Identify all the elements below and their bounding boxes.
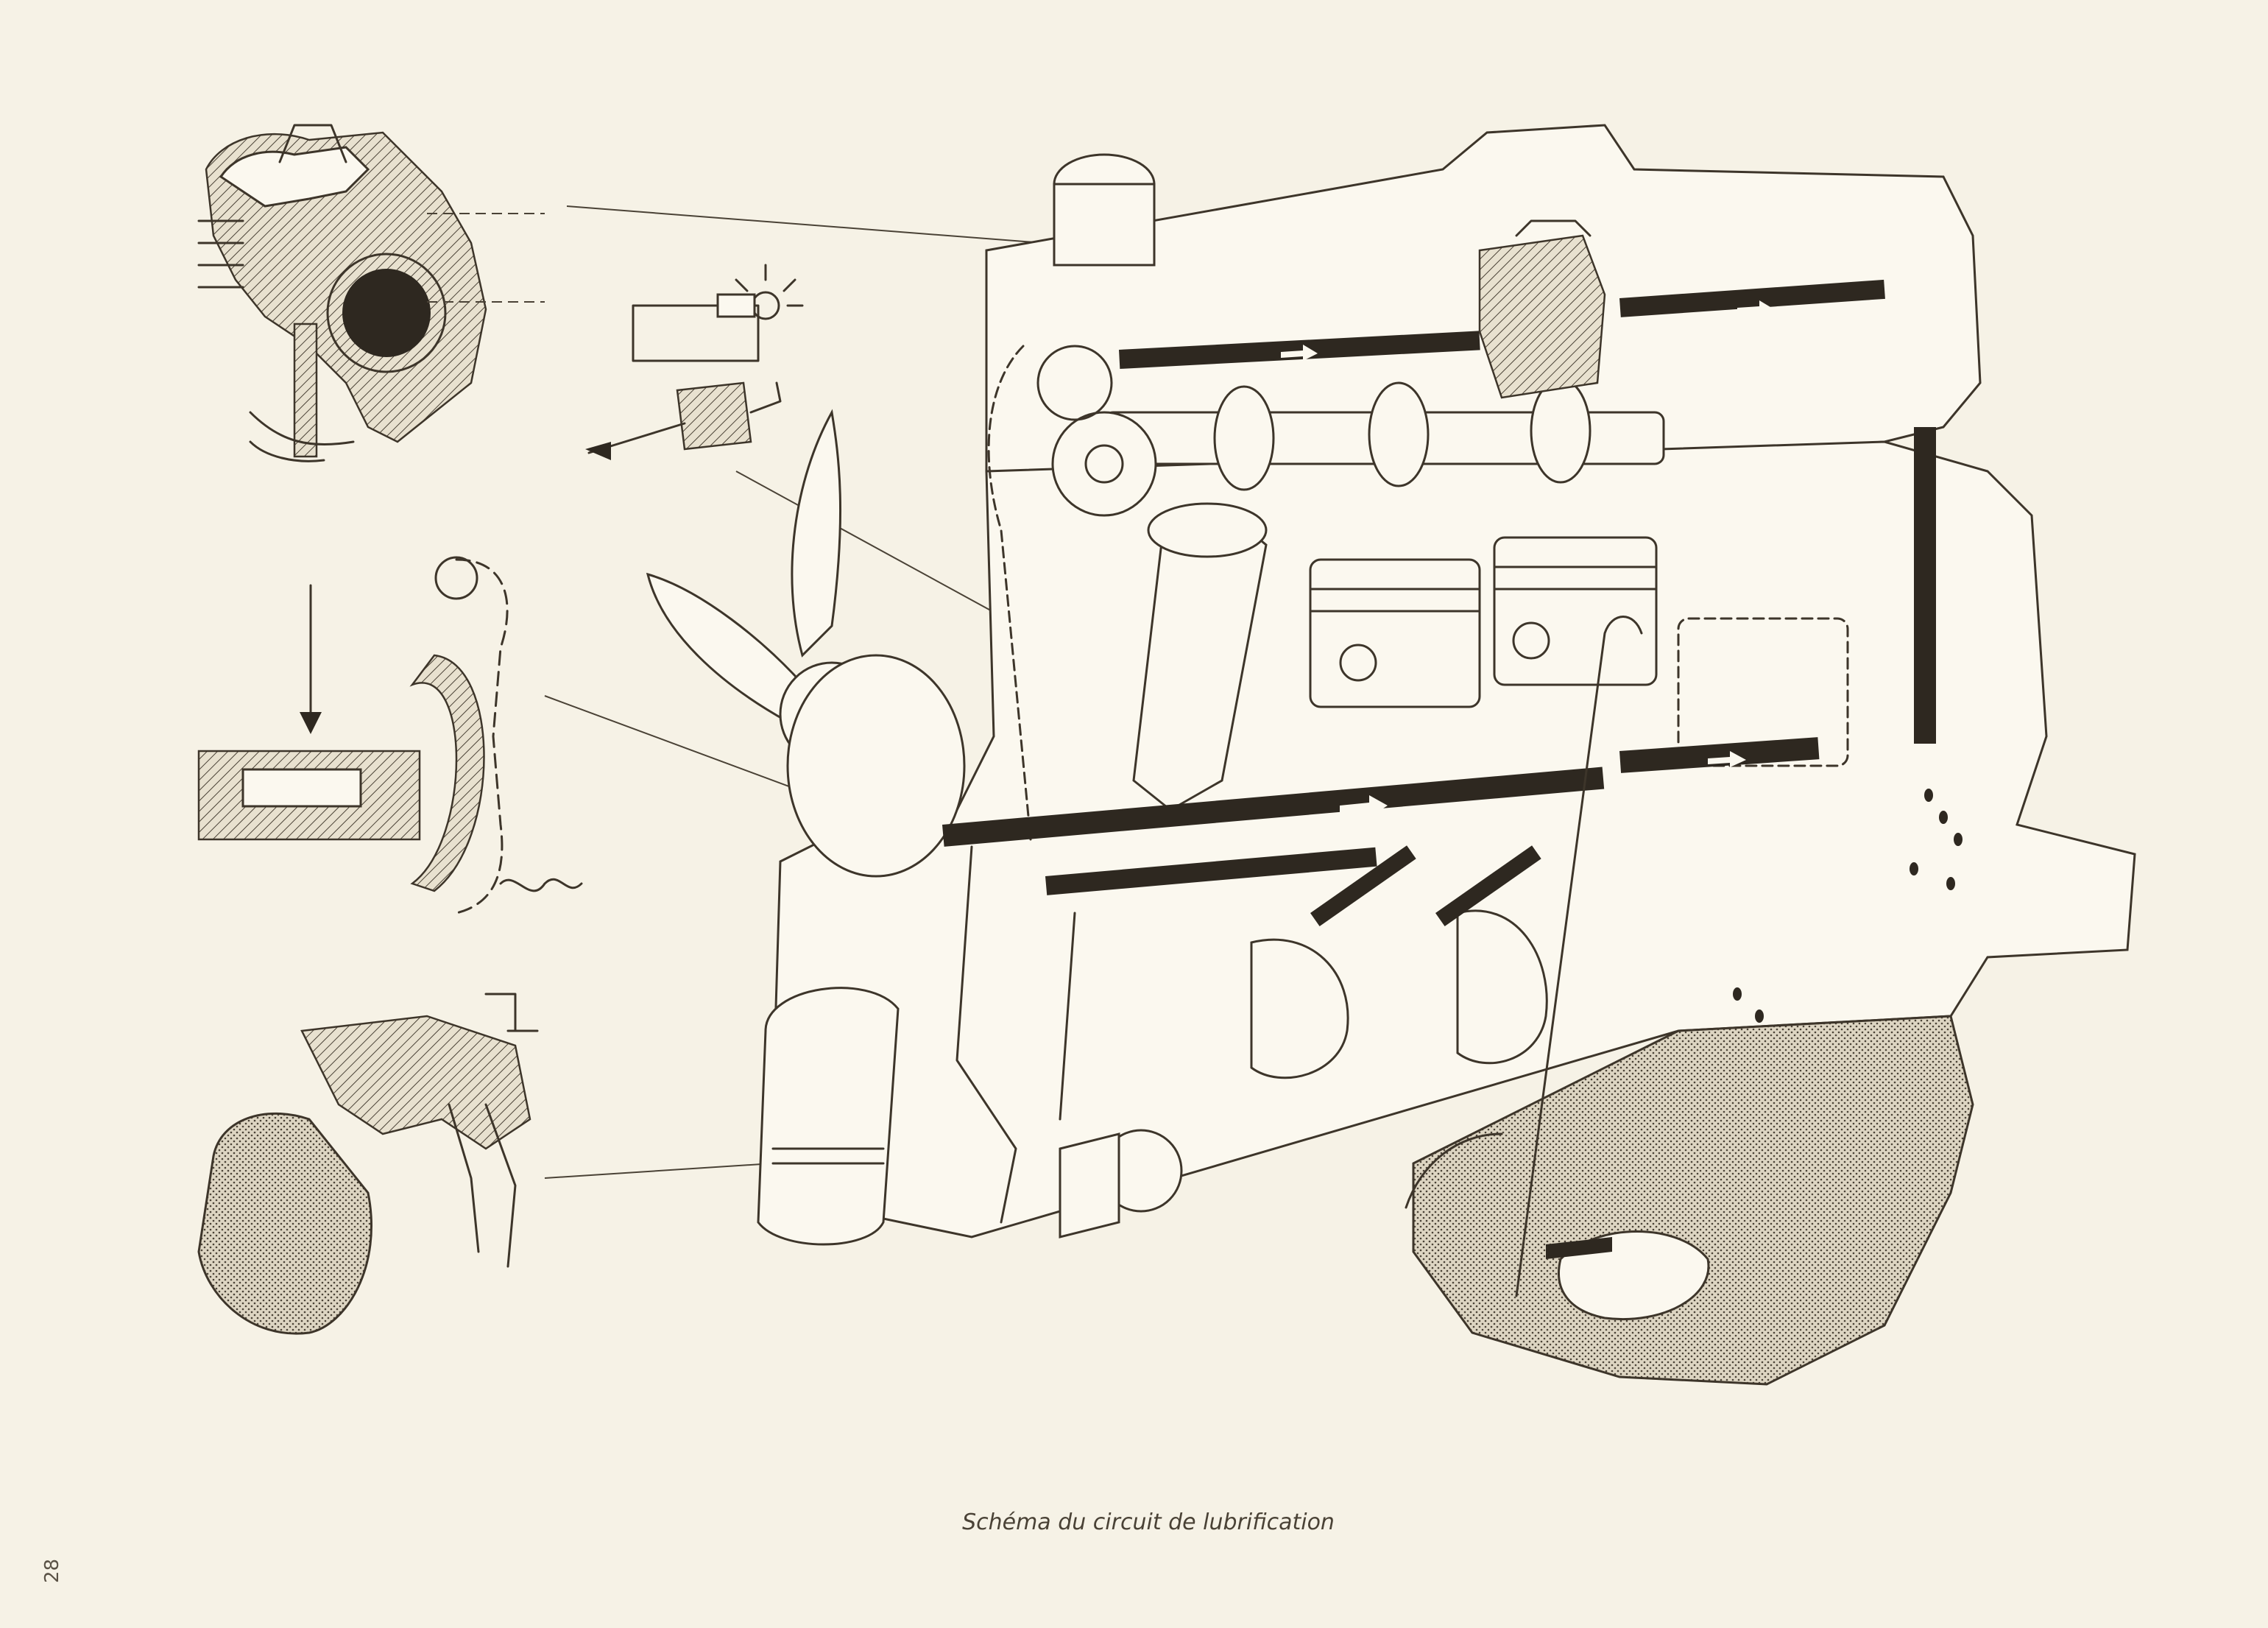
page-number: 28 (41, 1558, 63, 1583)
oil-drops (1733, 789, 1963, 1023)
diagram-caption: Schéma du circuit de lubrification (962, 1509, 1335, 1535)
detail-chain-tensioner (197, 556, 972, 915)
detail-rocker-arm-section (197, 124, 1473, 462)
detail-oil-filter-section (197, 993, 774, 1335)
engine-cutaway (646, 124, 2136, 1386)
